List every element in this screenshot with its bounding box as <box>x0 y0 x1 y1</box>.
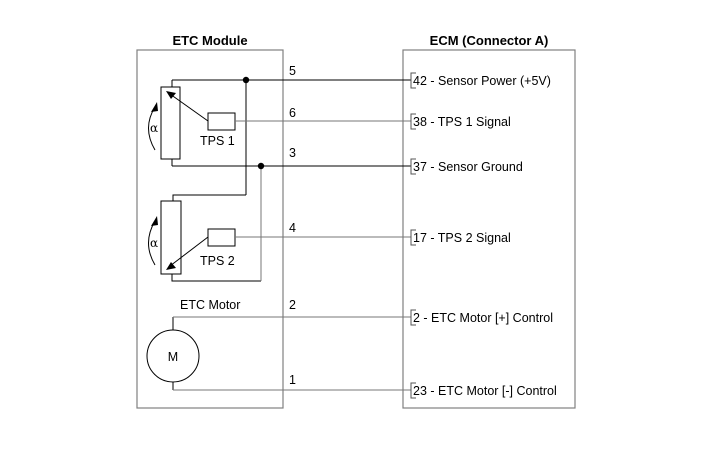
motor-symbol: M <box>168 350 178 364</box>
alpha-symbol: α <box>150 121 158 135</box>
pin-bracket <box>410 72 416 89</box>
ecm-pin-sensor-power: 42 - Sensor Power (+5V) <box>413 74 551 88</box>
alpha-symbol: α <box>150 236 158 250</box>
ecm-pin-sensor-ground: 37 - Sensor Ground <box>413 160 523 174</box>
wire-number: 4 <box>289 221 296 235</box>
pin-bracket <box>410 229 416 246</box>
pin-bracket <box>410 309 416 326</box>
wire-number: 6 <box>289 106 296 120</box>
motor-label: ETC Motor <box>180 298 240 312</box>
tps1-sensor-box <box>207 112 236 131</box>
wire-number: 3 <box>289 146 296 160</box>
ecm-pin-motor-minus: 23 - ETC Motor [-] Control <box>413 384 557 398</box>
etc-module-box <box>136 49 284 409</box>
tps1-potentiometer <box>160 80 209 166</box>
tps1-label: TPS 1 <box>200 134 235 148</box>
ecm-pin-motor-plus: 2 - ETC Motor [+] Control <box>413 311 553 325</box>
pin-bracket <box>410 113 416 130</box>
rotation-arrow-icon <box>148 216 158 266</box>
wire-number: 5 <box>289 64 296 78</box>
tps2-label: TPS 2 <box>200 254 235 268</box>
ecm-title: ECM (Connector A) <box>430 33 549 48</box>
tps2-sensor-box <box>207 228 236 247</box>
ecm-box <box>402 49 576 409</box>
ecm-pin-tps1-signal: 38 - TPS 1 Signal <box>413 115 511 129</box>
ecm-pin-tps2-signal: 17 - TPS 2 Signal <box>413 231 511 245</box>
pin-bracket <box>410 158 416 175</box>
pin-bracket <box>410 382 416 399</box>
wire-number: 1 <box>289 373 296 387</box>
rotation-arrow-icon <box>148 102 158 151</box>
wire-number: 2 <box>289 298 296 312</box>
etc-module-title: ETC Module <box>172 33 247 48</box>
tps2-potentiometer <box>160 194 261 282</box>
